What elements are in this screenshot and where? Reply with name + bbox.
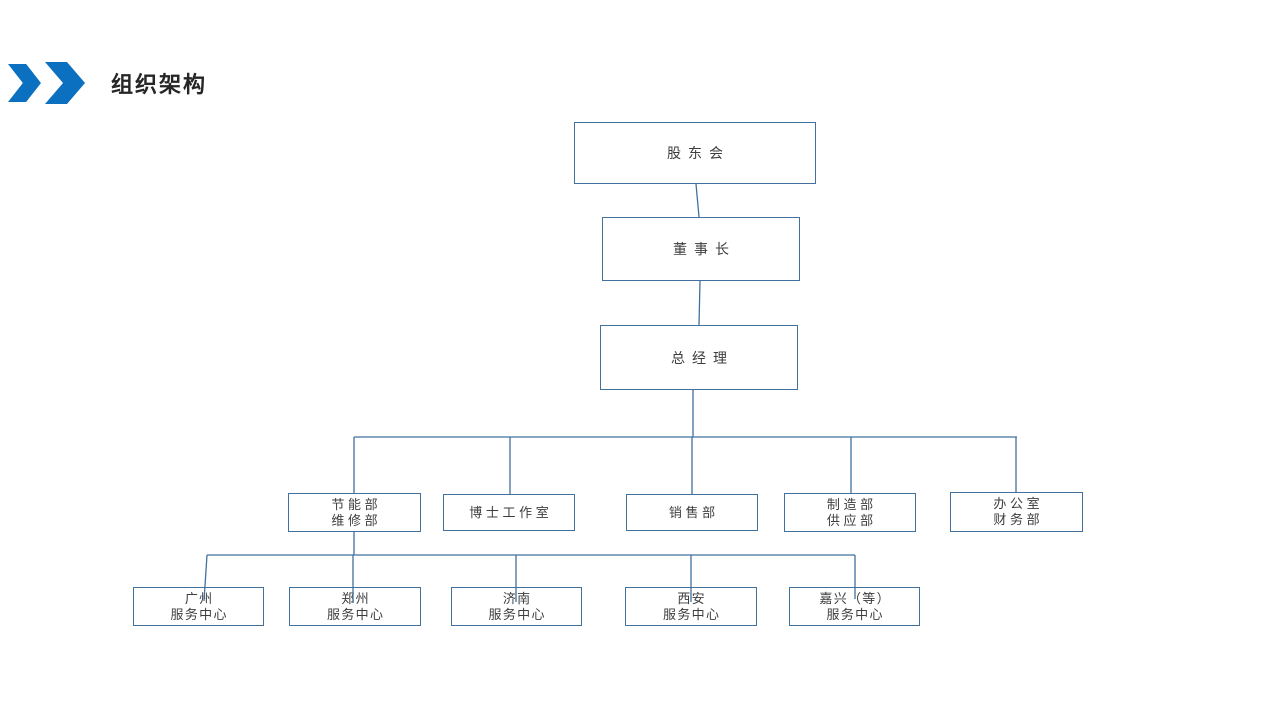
page-title: 组织架构	[111, 72, 208, 97]
org-node-label: 办公室	[993, 496, 1044, 511]
org-node-label: 服务中心	[488, 606, 546, 622]
org-node-jinan-center: 济南 服务中心	[451, 587, 582, 626]
org-node-label: 总经理	[671, 349, 734, 366]
org-node-guangzhou-center: 广州 服务中心	[133, 587, 264, 626]
org-node-label: 嘉兴（等）	[819, 590, 891, 606]
org-node-zhengzhou-center: 郑州 服务中心	[289, 587, 421, 626]
org-node-label: 财务部	[993, 512, 1044, 527]
org-node-label: 服务中心	[327, 606, 385, 622]
org-node-label: 股东会	[667, 145, 730, 161]
org-node-jiaxing-center: 嘉兴（等） 服务中心	[789, 587, 920, 626]
org-node-label: 制造部	[826, 496, 877, 512]
org-node-label: 销售部	[668, 504, 719, 520]
org-node-label: 服务中心	[170, 606, 228, 622]
org-node-shareholders: 股东会	[574, 122, 816, 184]
double-chevron-right-icon	[8, 62, 88, 104]
org-node-label: 维修部	[331, 512, 382, 528]
chevron-right-icon	[45, 62, 85, 104]
org-node-label: 供应部	[826, 512, 877, 528]
org-node-chairman: 董事长	[602, 217, 800, 281]
org-node-sales: 销售部	[626, 494, 758, 531]
org-node-general-manager: 总经理	[600, 325, 798, 390]
org-node-label: 节能部	[331, 496, 382, 512]
org-node-xian-center: 西安 服务中心	[625, 587, 757, 626]
org-node-label: 服务中心	[826, 606, 884, 622]
org-node-label: 济南	[502, 590, 532, 606]
org-node-doctor-studio: 博士工作室	[443, 494, 575, 531]
org-node-label: 广州	[184, 590, 214, 606]
org-node-label: 西安	[677, 590, 706, 606]
chevron-right-icon	[8, 64, 41, 102]
org-node-office-finance: 办公室 财务部	[950, 492, 1083, 532]
org-node-label: 董事长	[673, 241, 736, 257]
org-node-label: 服务中心	[663, 606, 721, 622]
org-node-energy-maintenance: 节能部 维修部	[288, 493, 421, 532]
org-node-label: 博士工作室	[469, 504, 553, 520]
org-node-manufacture-supply: 制造部 供应部	[784, 493, 916, 532]
org-node-label: 郑州	[341, 590, 370, 606]
